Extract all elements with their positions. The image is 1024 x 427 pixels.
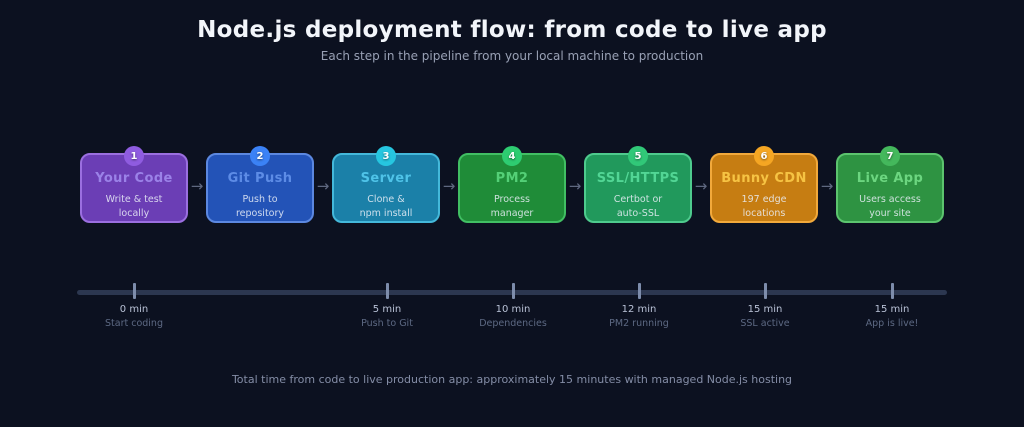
timeline-marker-15min-ssl: 15 min SSL active (700, 283, 830, 329)
timeline-tick (132, 283, 136, 299)
step-title: SSL/HTTPS (596, 171, 680, 186)
step-number-badge: 4 (502, 146, 522, 166)
timeline-marker-10min: 10 min Dependencies (448, 283, 578, 329)
flow-step-live-app: 7 Live App Users access your site (836, 146, 944, 223)
step-title: Git Push (227, 171, 293, 186)
timeline-time: 12 min (621, 304, 657, 315)
timeline-label: App is live! (865, 318, 919, 329)
timeline-tick (890, 283, 894, 299)
timeline-time: 15 min (874, 304, 910, 315)
pipeline-flow: 1 Your Code Write & test locally → 2 Git… (0, 146, 1024, 223)
timeline-label: Push to Git (361, 318, 413, 329)
timeline-label: SSL active (740, 318, 790, 329)
arrow-right-icon: → (820, 177, 834, 195)
flow-step-pm2: 4 PM2 Process manager (458, 146, 566, 223)
arrow-right-icon: → (190, 177, 204, 195)
step-title: PM2 (495, 171, 529, 186)
timeline-time: 10 min (495, 304, 531, 315)
step-title: Live App (856, 171, 924, 186)
step-title: Server (360, 171, 412, 186)
summary-note: Total time from code to live production … (231, 373, 793, 386)
step-number-badge: 2 (250, 146, 270, 166)
timeline-tick (511, 283, 515, 299)
step-description: Process manager (490, 194, 534, 220)
step-description: Users access your site (859, 194, 921, 220)
timeline-marker-0min: 0 min Start coding (69, 283, 199, 329)
timeline-time: 0 min (119, 304, 149, 315)
arrow-right-icon: → (442, 177, 456, 195)
step-number-badge: 5 (628, 146, 648, 166)
step-title: Bunny CDN (721, 171, 807, 186)
timeline-marker-12min: 12 min PM2 running (574, 283, 704, 329)
timeline-tick (637, 283, 641, 299)
step-description: Write & test locally (105, 194, 163, 220)
step-description: Clone & npm install (359, 194, 413, 220)
step-number-badge: 7 (880, 146, 900, 166)
flow-step-server: 3 Server Clone & npm install (332, 146, 440, 223)
step-number-badge: 6 (754, 146, 774, 166)
flow-step-your-code: 1 Your Code Write & test locally (80, 146, 188, 223)
timeline-tick (763, 283, 767, 299)
arrow-right-icon: → (316, 177, 330, 195)
flow-step-ssl: 5 SSL/HTTPS Certbot or auto-SSL (584, 146, 692, 223)
header: Node.js deployment flow: from code to li… (0, 0, 1024, 63)
page-subtitle: Each step in the pipeline from your loca… (320, 49, 704, 63)
timeline-time: 5 min (372, 304, 402, 315)
timeline-time: 15 min (747, 304, 783, 315)
flow-step-git-push: 2 Git Push Push to repository (206, 146, 314, 223)
timeline: 0 min Start coding 5 min Push to Git 10 … (77, 283, 947, 338)
arrow-right-icon: → (694, 177, 708, 195)
step-title: Your Code (95, 171, 173, 186)
step-description: Push to repository (235, 194, 285, 220)
step-number-badge: 1 (124, 146, 144, 166)
timeline-marker-15min-live: 15 min App is live! (827, 283, 957, 329)
step-description: 197 edge locations (741, 194, 787, 220)
step-description: Certbot or auto-SSL (613, 194, 663, 220)
timeline-label: PM2 running (609, 318, 669, 329)
page-title: Node.js deployment flow: from code to li… (197, 17, 827, 43)
step-number-badge: 3 (376, 146, 396, 166)
timeline-label: Dependencies (479, 318, 547, 329)
timeline-tick (385, 283, 389, 299)
arrow-right-icon: → (568, 177, 582, 195)
timeline-marker-5min: 5 min Push to Git (322, 283, 452, 329)
timeline-label: Start coding (105, 318, 163, 329)
flow-step-bunny-cdn: 6 Bunny CDN 197 edge locations (710, 146, 818, 223)
